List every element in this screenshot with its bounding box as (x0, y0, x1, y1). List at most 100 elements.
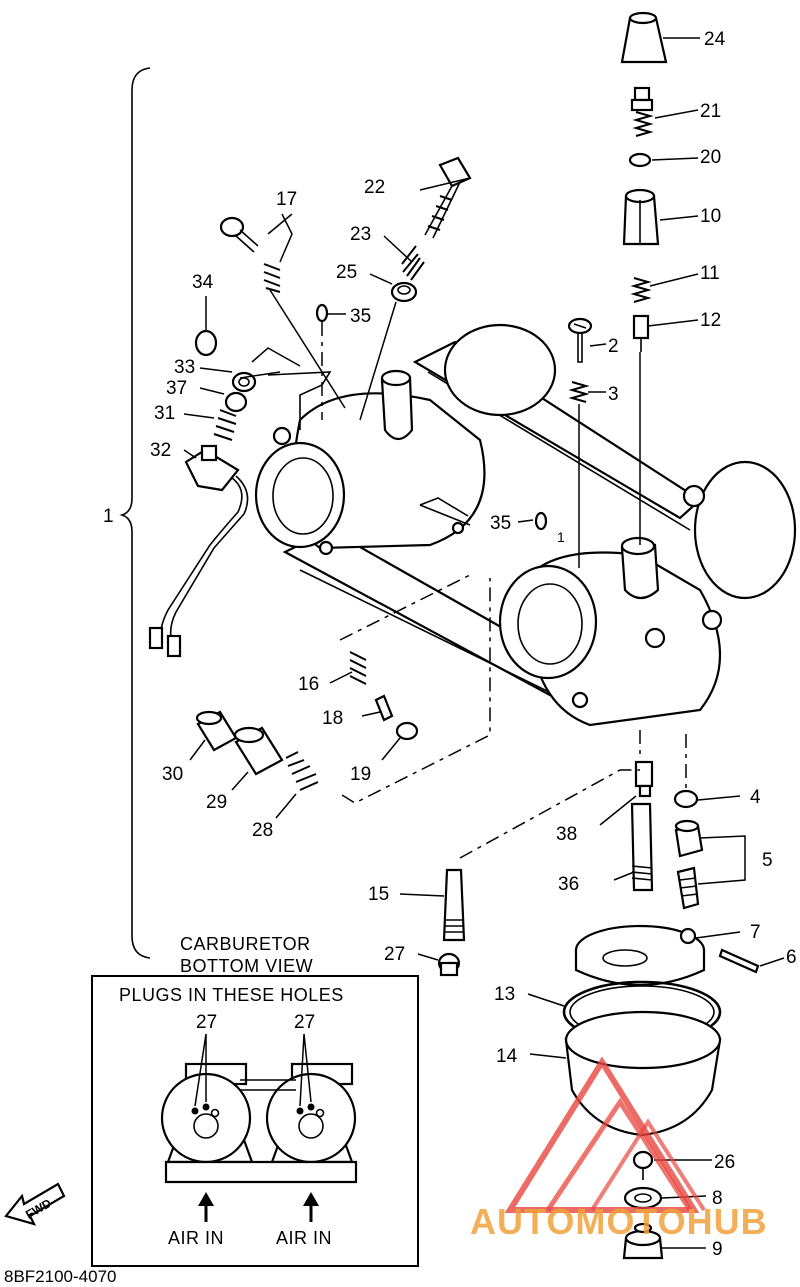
watermark-text: AUTOMOTOHUB (470, 1201, 768, 1242)
lower-axis (341, 578, 491, 804)
callout-numbers: 24 21 20 10 11 12 2 3 22 17 23 25 34 35 … (150, 29, 797, 1260)
callout-5: 5 (762, 850, 773, 871)
callout-17: 17 (276, 189, 297, 210)
part-12-needle (632, 314, 650, 352)
inset-callout-27-left: 27 (196, 1012, 217, 1033)
callout-1-body: 1 (557, 529, 565, 545)
bottom-view-inset (91, 975, 419, 1267)
callout-19: 19 (350, 764, 371, 785)
bottom-view-label-1: CARBURETOR (180, 934, 311, 954)
part-19-cap (395, 721, 419, 741)
callout-33: 33 (174, 357, 195, 378)
part-24-cap (620, 11, 668, 64)
part-15-pilot-jet (442, 868, 466, 942)
callout-6: 6 (786, 947, 797, 968)
part-33-washer (231, 371, 257, 393)
part-35-oring-top (315, 303, 329, 323)
part-30-collar (195, 710, 238, 752)
air-in-arrow-right (303, 1192, 319, 1222)
callout-23: 23 (350, 224, 371, 245)
part-5-main-jet-lower (676, 866, 700, 910)
callout-16: 16 (298, 674, 319, 695)
inset-callout-27-right: 27 (294, 1012, 315, 1033)
part-25-leader (359, 301, 397, 421)
callout-31: 31 (154, 403, 175, 424)
part-31-spring (213, 409, 237, 441)
callout-11: 11 (700, 263, 720, 284)
part-17-leader (269, 289, 346, 409)
callout-8: 8 (712, 1188, 723, 1209)
inset-crossbar (240, 1079, 296, 1091)
part-16-spring (349, 651, 367, 685)
part-17-screw-spring (219, 216, 281, 293)
air-in-arrow-left (198, 1192, 214, 1222)
callout-3: 3 (608, 384, 619, 405)
part-6-pin (718, 948, 760, 974)
part-34-cap (194, 329, 218, 357)
fwd-arrow-icon: FWD (4, 1182, 66, 1226)
part-25-plug (390, 281, 418, 303)
drawing-code: 8BF2100-4070 (4, 1267, 116, 1286)
part-23-spring (401, 245, 425, 281)
callout-13: 13 (494, 984, 515, 1005)
callout-22: 22 (364, 177, 385, 198)
part-16-axis (339, 574, 471, 641)
inset-leaders (194, 1033, 312, 1107)
part-36-needle-jet (630, 802, 654, 892)
part-27-plug (437, 952, 461, 977)
part-20-washer (628, 152, 652, 168)
inset-carburetor-right (265, 1062, 357, 1164)
callout-2: 2 (608, 336, 619, 357)
callout-10: 10 (700, 206, 721, 227)
callout-20: 20 (700, 147, 721, 168)
air-in-label-left: AIR IN (168, 1228, 224, 1248)
callout-32: 32 (150, 440, 171, 461)
part-26-drain-screw (632, 1150, 654, 1180)
callout-37: 37 (166, 378, 187, 399)
part-3-spring (568, 381, 590, 403)
bottom-view-label-2: BOTTOM VIEW (180, 956, 313, 976)
part-11-spring (630, 277, 652, 303)
left-group-leader (239, 347, 301, 379)
carburetor-body (254, 323, 797, 727)
part-2-screw (567, 317, 593, 363)
callout-12: 12 (700, 310, 721, 331)
part-18-pin (374, 694, 394, 722)
callout-35-upper: 35 (350, 306, 371, 327)
inset-title: PLUGS IN THESE HOLES (119, 985, 344, 1005)
part-5-main-jet-upper (674, 819, 704, 858)
callout-26: 26 (714, 1152, 735, 1173)
part-7-float-pin (574, 924, 706, 987)
part-22-pilot-screw (424, 156, 472, 239)
part-35-oring-mid (534, 511, 548, 531)
callout-35-lower: 35 (490, 513, 511, 534)
callout-28: 28 (252, 820, 273, 841)
part-21-screw (630, 86, 654, 137)
air-in-label-right: AIR IN (276, 1228, 332, 1248)
part-32-choke-plunger (148, 444, 249, 658)
part-38-jet-holder (634, 760, 654, 798)
part-14-float-bowl (564, 1010, 722, 1137)
callout-27: 27 (384, 944, 405, 965)
callout-21: 21 (700, 101, 721, 122)
part-29-sleeve (233, 726, 284, 776)
part-4-washer (673, 789, 699, 809)
assembly-bracket (119, 67, 151, 959)
callout-9: 9 (712, 1239, 723, 1260)
callout-leaders (183, 37, 785, 1249)
callout-29: 29 (206, 792, 227, 813)
callout-4: 4 (750, 787, 761, 808)
callout-18: 18 (322, 708, 343, 729)
callout-15: 15 (368, 884, 389, 905)
left-bracket (267, 371, 332, 430)
callout-30: 30 (162, 764, 183, 785)
callout-34: 34 (192, 272, 214, 293)
part-28-spring (285, 751, 319, 791)
inset-mount-plate (164, 1160, 358, 1184)
callout-38: 38 (556, 824, 577, 845)
automotohub-watermark: AUTOMOTOHUB (470, 1056, 768, 1242)
assembly-callout: 1 (103, 506, 114, 527)
part-10-nut (622, 188, 660, 246)
callout-24: 24 (704, 29, 726, 50)
callout-7: 7 (750, 922, 761, 943)
